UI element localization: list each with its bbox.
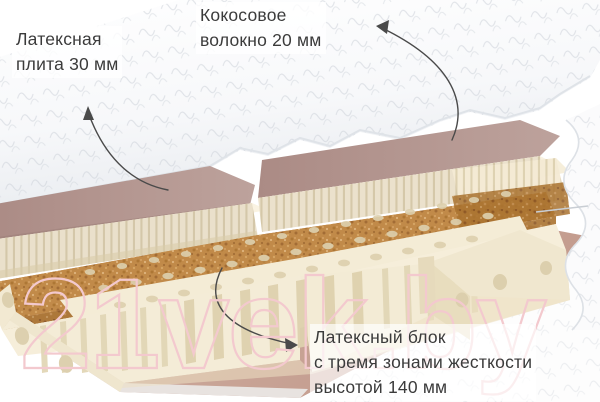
arrow-coconut-fiber <box>381 27 459 141</box>
latex-plate-layer <box>0 203 268 279</box>
callout-coconut-fiber: Кокосовое волокно 20 мм <box>196 2 326 54</box>
quilted-cover-top <box>0 0 600 209</box>
arrow-latex-plate <box>87 111 169 191</box>
latex-end-face-holes <box>1 292 74 373</box>
callout-latex-block-line3: высотой 140 мм <box>314 377 448 397</box>
callout-latex-block: Латексный блок с тремя зонами жесткости … <box>310 324 537 401</box>
latex-zone-middle-slats <box>184 271 364 364</box>
callout-coconut-line2: волокно 20 мм <box>200 30 322 50</box>
arrow-latex-block <box>215 267 293 345</box>
callout-latex-block-line1: Латексный блок <box>314 327 446 347</box>
callout-latex-block-line2: с тремя зонами жесткости <box>314 352 533 372</box>
callout-latex-plate-line2: плита 30 мм <box>16 54 119 74</box>
callout-arrows <box>83 20 459 352</box>
callout-latex-plate-line1: Латексная <box>16 29 102 49</box>
callout-latex-plate: Латексная плита 30 мм <box>12 26 123 78</box>
latex-plate-layer-back <box>258 156 570 232</box>
callout-coconut-line1: Кокосовое <box>200 5 287 25</box>
latex-right-face-holes <box>455 261 552 308</box>
latex-block-layer <box>0 230 570 392</box>
quilted-cover-right-wrap <box>535 104 600 331</box>
